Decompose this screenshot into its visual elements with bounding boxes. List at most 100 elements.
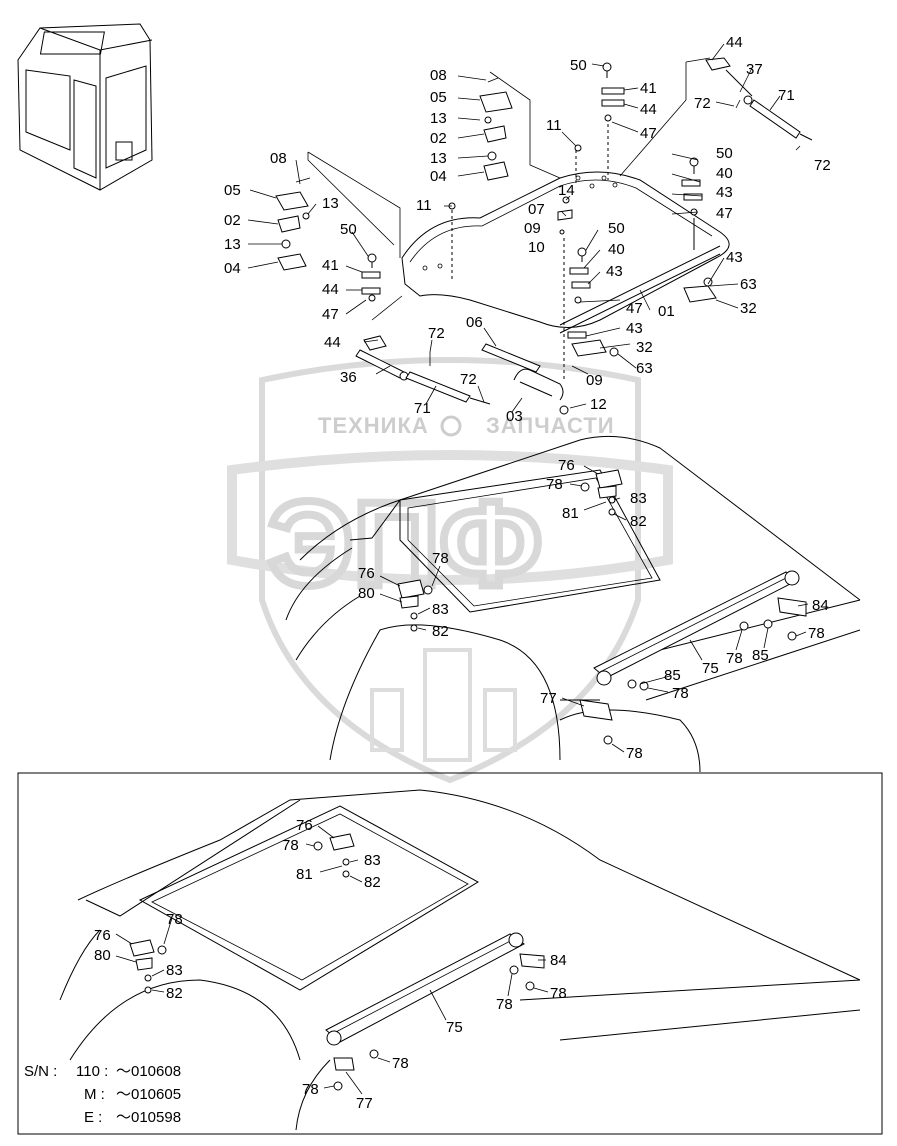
callout-78: 78 bbox=[302, 1081, 319, 1098]
callout-08: 08 bbox=[270, 150, 287, 167]
callout-43: 43 bbox=[626, 320, 643, 337]
callout-08: 08 bbox=[430, 67, 447, 84]
callout-labels: 44 37 50 71 08 41 05 44 72 13 11 47 02 1… bbox=[94, 34, 831, 1112]
callout-11: 11 bbox=[546, 117, 562, 134]
roller-blind-inset bbox=[325, 932, 545, 1091]
callout-13: 13 bbox=[322, 195, 339, 212]
callout-43: 43 bbox=[716, 184, 733, 201]
callout-81: 81 bbox=[296, 866, 313, 883]
callout-07: 07 bbox=[528, 201, 545, 218]
callout-82: 82 bbox=[630, 513, 647, 530]
callout-14: 14 bbox=[558, 182, 575, 199]
callout-82: 82 bbox=[166, 985, 183, 1002]
sn-label: S/N : bbox=[24, 1063, 57, 1080]
callout-40: 40 bbox=[608, 241, 625, 258]
callout-78: 78 bbox=[166, 911, 183, 928]
callout-76: 76 bbox=[94, 927, 111, 944]
callout-09: 09 bbox=[524, 220, 541, 237]
callout-41: 41 bbox=[322, 257, 339, 274]
lower-strut-and-handle bbox=[355, 335, 564, 405]
gas-strut-upper bbox=[705, 57, 813, 151]
callout-78: 78 bbox=[626, 745, 643, 762]
callout-80: 80 bbox=[358, 585, 375, 602]
sn-model-m: M : bbox=[84, 1086, 105, 1103]
callout-09: 09 bbox=[586, 372, 603, 389]
callout-76: 76 bbox=[558, 457, 575, 474]
callout-78: 78 bbox=[550, 985, 567, 1002]
hardware-stack-right bbox=[681, 157, 717, 303]
callout-01: 01 bbox=[658, 303, 675, 320]
callout-80: 80 bbox=[94, 947, 111, 964]
callout-13: 13 bbox=[224, 236, 241, 253]
callout-85: 85 bbox=[752, 647, 769, 664]
callout-84: 84 bbox=[812, 597, 829, 614]
gear-icon bbox=[440, 415, 462, 437]
sn-model-110: 110 : bbox=[76, 1063, 108, 1080]
callout-78: 78 bbox=[672, 685, 689, 702]
callout-63: 63 bbox=[740, 276, 757, 293]
callout-47: 47 bbox=[716, 205, 733, 222]
callout-84: 84 bbox=[550, 952, 567, 969]
callout-83: 83 bbox=[166, 962, 183, 979]
callout-44: 44 bbox=[726, 34, 743, 51]
callout-72: 72 bbox=[428, 325, 445, 342]
serial-number-note: S/N : 110 : ～010608 M : ～010605 E : ～010… bbox=[24, 1063, 181, 1126]
callout-13: 13 bbox=[430, 110, 447, 127]
callout-10: 10 bbox=[528, 239, 545, 256]
callout-72: 72 bbox=[694, 95, 711, 112]
roller-blind-main bbox=[579, 570, 807, 745]
callout-40: 40 bbox=[716, 165, 733, 182]
callout-32: 32 bbox=[636, 339, 653, 356]
roof-hatch-panel bbox=[401, 171, 730, 334]
callout-43: 43 bbox=[726, 249, 743, 266]
callout-41: 41 bbox=[640, 80, 657, 97]
sn-range-110: ～010608 bbox=[116, 1063, 181, 1080]
sn-model-e: E : bbox=[84, 1109, 102, 1126]
callout-75: 75 bbox=[446, 1019, 463, 1036]
callout-63: 63 bbox=[636, 360, 653, 377]
callout-05: 05 bbox=[224, 182, 241, 199]
callout-47: 47 bbox=[626, 300, 643, 317]
callout-50: 50 bbox=[340, 221, 357, 238]
callout-47: 47 bbox=[640, 125, 657, 142]
callout-12: 12 bbox=[590, 396, 607, 413]
callout-75: 75 bbox=[702, 660, 719, 677]
callout-83: 83 bbox=[630, 490, 647, 507]
callout-81: 81 bbox=[562, 505, 579, 522]
callout-82: 82 bbox=[432, 623, 449, 640]
callout-78: 78 bbox=[726, 650, 743, 667]
callout-78: 78 bbox=[496, 996, 513, 1013]
callout-02: 02 bbox=[224, 212, 241, 229]
callout-82: 82 bbox=[364, 874, 381, 891]
watermark-text-right: ЗАПЧАСТИ bbox=[486, 413, 615, 438]
hatch-lock-inset-lower bbox=[129, 939, 167, 994]
callout-03: 03 bbox=[506, 408, 523, 425]
callout-05: 05 bbox=[430, 89, 447, 106]
callout-44: 44 bbox=[640, 101, 657, 118]
callout-43: 43 bbox=[606, 263, 623, 280]
callout-04: 04 bbox=[430, 168, 447, 185]
callout-06: 06 bbox=[466, 314, 483, 331]
callout-50: 50 bbox=[570, 57, 587, 74]
callout-04: 04 bbox=[224, 260, 241, 277]
hinge-assembly-center bbox=[479, 77, 513, 181]
callout-44: 44 bbox=[322, 281, 339, 298]
callout-47: 47 bbox=[322, 306, 339, 323]
callout-77: 77 bbox=[540, 690, 557, 707]
callout-36: 36 bbox=[340, 369, 357, 386]
callout-78: 78 bbox=[282, 837, 299, 854]
hatch-lock-upper bbox=[580, 469, 623, 516]
callout-77: 77 bbox=[356, 1095, 373, 1112]
callout-32: 32 bbox=[740, 300, 757, 317]
callout-83: 83 bbox=[364, 852, 381, 869]
callout-11: 11 bbox=[416, 197, 432, 214]
inset-box bbox=[17, 772, 883, 1135]
callout-50: 50 bbox=[716, 145, 733, 162]
callout-71: 71 bbox=[778, 87, 795, 104]
callout-50: 50 bbox=[608, 220, 625, 237]
callout-78: 78 bbox=[546, 476, 563, 493]
callout-78: 78 bbox=[392, 1055, 409, 1072]
callout-76: 76 bbox=[296, 817, 313, 834]
callout-72: 72 bbox=[814, 157, 831, 174]
